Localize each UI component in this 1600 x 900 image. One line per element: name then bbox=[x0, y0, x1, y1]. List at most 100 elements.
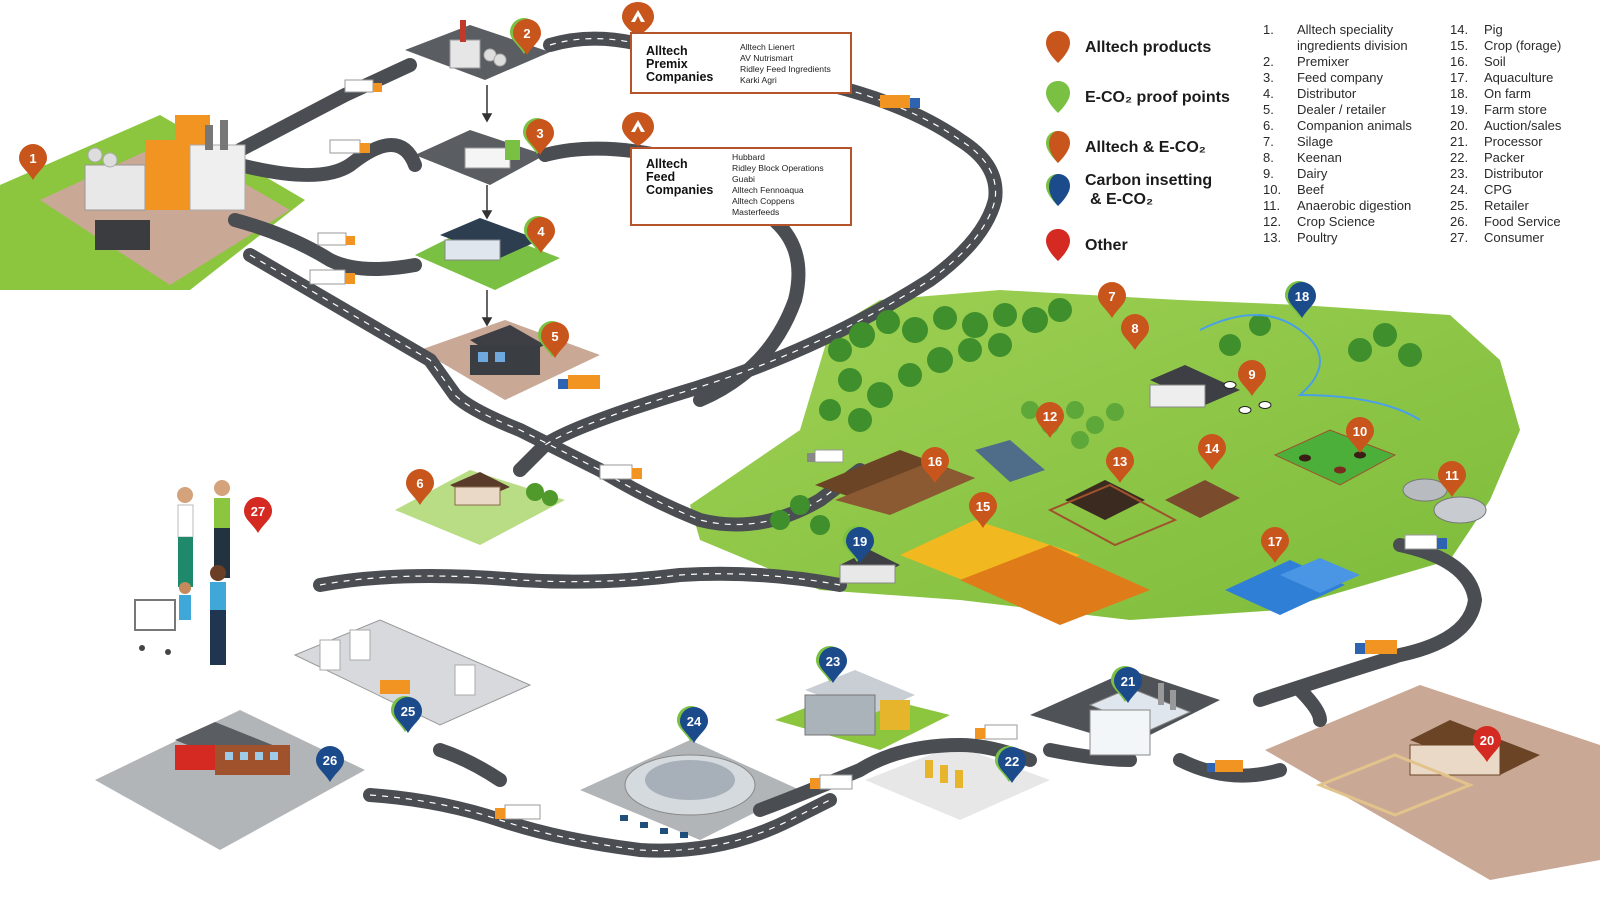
map-pin-8: 8 bbox=[1121, 314, 1149, 350]
dealer-store bbox=[470, 325, 545, 375]
list-text: Dairy bbox=[1297, 166, 1328, 181]
list-item: 23.Distributor bbox=[1450, 166, 1561, 182]
pin-label: 26 bbox=[323, 753, 337, 768]
list-text: Companion animals bbox=[1297, 118, 1412, 133]
pin-label: 14 bbox=[1205, 441, 1220, 456]
pin-shape bbox=[19, 144, 47, 180]
list-item: 14.Pig bbox=[1450, 22, 1561, 38]
packer-floor bbox=[925, 760, 963, 788]
list-text: Distributor bbox=[1297, 86, 1357, 101]
premix-company: Karki Agri bbox=[740, 75, 777, 85]
feed-box-title-2: Feed bbox=[646, 170, 676, 184]
list-number: 6. bbox=[1263, 118, 1274, 133]
list-item: 26.Food Service bbox=[1450, 214, 1561, 230]
map-pin-27: 27 bbox=[244, 497, 272, 533]
list-number: 4. bbox=[1263, 86, 1274, 101]
list-number: 19. bbox=[1450, 102, 1469, 117]
list-item: 6. Companion animals bbox=[1263, 118, 1412, 134]
map-pin-15: 15 bbox=[969, 492, 997, 528]
feed-company: Guabi bbox=[732, 174, 755, 184]
pin-shape bbox=[1198, 434, 1226, 470]
pin-shape bbox=[680, 707, 708, 743]
list-number bbox=[1263, 38, 1297, 54]
pin-label: 22 bbox=[1005, 754, 1019, 769]
list-text: Crop Science bbox=[1297, 214, 1376, 229]
retail-store bbox=[293, 619, 532, 726]
feed-box-title-3: Companies bbox=[646, 183, 714, 197]
companion-house bbox=[450, 472, 558, 506]
pin-shape bbox=[1106, 447, 1134, 483]
distributor-warehouse bbox=[440, 218, 540, 261]
pin-shape bbox=[998, 747, 1026, 783]
legend-label-line2: & E-CO₂ bbox=[1090, 191, 1154, 208]
feed-company: Alltech Fennoaqua bbox=[732, 185, 804, 195]
list-text: Processor bbox=[1484, 134, 1543, 149]
pin-label: 9 bbox=[1248, 367, 1255, 382]
list-text: Auction/sales bbox=[1484, 118, 1562, 133]
list-number: 20. bbox=[1450, 118, 1469, 133]
list-text: Silage bbox=[1297, 134, 1334, 149]
distribution-center bbox=[804, 670, 915, 736]
list-item: 1.Alltech speciality bbox=[1263, 22, 1412, 38]
list-item: 3.Feed company bbox=[1263, 70, 1412, 86]
consumer-family bbox=[134, 480, 230, 665]
feed-company-list: Hubbard Ridley Block Operations Guabi Al… bbox=[732, 152, 824, 218]
map-pin-25: 25 bbox=[391, 696, 422, 733]
list-number: 25. bbox=[1450, 198, 1469, 213]
list-number: 18. bbox=[1450, 86, 1469, 101]
map-pin-26: 26 bbox=[316, 746, 344, 782]
list-text: Crop (forage) bbox=[1484, 38, 1562, 53]
dairy-barn bbox=[1149, 365, 1272, 414]
list-text: ingredients division bbox=[1297, 38, 1408, 53]
list-text: CPG bbox=[1484, 182, 1513, 197]
list-text: Dealer / retailer bbox=[1297, 102, 1386, 117]
pin-label: 13 bbox=[1113, 454, 1127, 469]
list-text: On farm bbox=[1484, 86, 1531, 101]
orange-green-pin-icon bbox=[1046, 131, 1070, 163]
list-item: 11.Anaerobic digestion bbox=[1263, 198, 1412, 214]
list-text: Pig bbox=[1484, 22, 1503, 37]
legend-label: Alltech products bbox=[1085, 38, 1212, 56]
list-text: Distributor bbox=[1484, 166, 1544, 181]
numbered-list-col2: 14.Pig 15.Crop (forage) 16.Soil 17.Aquac… bbox=[1450, 22, 1561, 246]
map-pin-18: 18 bbox=[1285, 281, 1316, 318]
premix-box-title-2: Premix bbox=[646, 57, 688, 71]
pin-shape bbox=[1238, 360, 1266, 396]
list-text: Anaerobic digestion bbox=[1297, 198, 1412, 213]
list-item: 25.Retailer bbox=[1450, 198, 1561, 214]
legend-item-alltech-products: Alltech products bbox=[1045, 30, 1211, 64]
map-pin-11: 11 bbox=[1438, 461, 1466, 497]
legend-item-carbon-insetting: Carbon insetting & E-CO₂ bbox=[1045, 171, 1212, 209]
pin-shape bbox=[316, 746, 344, 782]
list-item: 24.CPG bbox=[1450, 182, 1561, 198]
legend-label-line1: Carbon insetting bbox=[1085, 172, 1213, 189]
list-text: Packer bbox=[1484, 150, 1525, 165]
list-item: 17.Aquaculture bbox=[1450, 70, 1561, 86]
auction-ground bbox=[1265, 685, 1600, 880]
premix-box-title-3: Companies bbox=[646, 70, 714, 84]
pin-label: 18 bbox=[1295, 289, 1309, 304]
map-pin-1: 1 bbox=[19, 144, 47, 180]
list-number: 10. bbox=[1263, 182, 1282, 197]
pin-shape bbox=[846, 527, 874, 563]
feed-box-title-1: Alltech bbox=[646, 157, 688, 171]
premix-company: AV Nutrismart bbox=[740, 53, 793, 63]
list-item: 8.Keenan bbox=[1263, 150, 1412, 166]
list-number: 5. bbox=[1263, 102, 1274, 117]
pin-shape bbox=[406, 469, 434, 505]
list-number: 1. bbox=[1263, 22, 1274, 37]
pin-label: 15 bbox=[976, 499, 990, 514]
pin-label: 4 bbox=[537, 224, 545, 239]
feed-company: Ridley Block Operations bbox=[732, 163, 824, 173]
pin-label: 6 bbox=[416, 476, 423, 491]
list-item: 27.Consumer bbox=[1450, 230, 1561, 246]
list-item: 16.Soil bbox=[1450, 54, 1561, 70]
list-item: 2.Premixer bbox=[1263, 54, 1412, 70]
list-number: 3. bbox=[1263, 70, 1274, 85]
list-text: Beef bbox=[1297, 182, 1324, 197]
pin-shape bbox=[1036, 402, 1064, 438]
pin-label: 23 bbox=[826, 654, 840, 669]
list-item: 19.Farm store bbox=[1450, 102, 1561, 118]
pig-barn bbox=[1165, 480, 1240, 518]
